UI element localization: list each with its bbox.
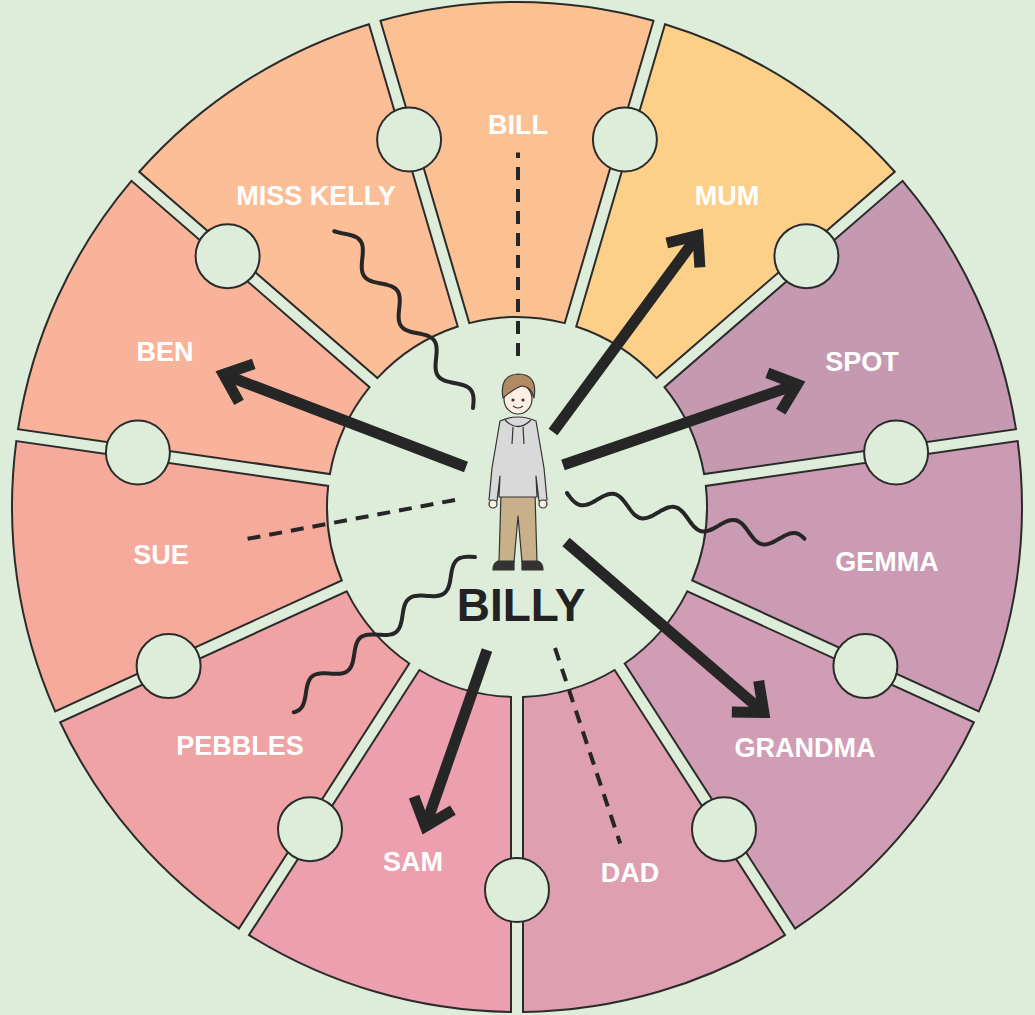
shoe [493, 561, 514, 570]
node-shape [12, 435, 345, 717]
relationship-segment: BILL [374, 2, 660, 325]
knob [864, 421, 928, 485]
knob [196, 224, 260, 288]
person-name: MISS KELLY [236, 183, 396, 210]
hair [502, 374, 534, 398]
center-disc [337, 327, 697, 687]
relationship-segment: MUM [570, 22, 899, 383]
node-shape [17, 176, 374, 480]
segment-shape [12, 441, 342, 711]
drawstring [512, 427, 524, 444]
relationship-segment: SPOT [660, 176, 1017, 480]
hand [539, 500, 547, 508]
segment-shape [523, 670, 785, 1012]
relationship-segment: PEBBLES [57, 585, 415, 932]
segment-shape [664, 181, 1016, 474]
knob [593, 108, 657, 172]
knob [278, 797, 342, 861]
hoodie-collar [505, 420, 531, 427]
person-name: PEBBLES [176, 733, 304, 760]
eye [511, 398, 514, 401]
person-name: BEN [136, 339, 193, 366]
knob [377, 108, 441, 172]
knob [692, 797, 756, 861]
knob [833, 634, 897, 698]
eye [521, 398, 524, 401]
hand [489, 500, 497, 508]
relationship-segment: GEMMA [689, 435, 1022, 717]
person-name: DAD [601, 860, 660, 887]
segment-shape [139, 24, 457, 378]
node-shape [374, 2, 660, 325]
smile [513, 406, 523, 408]
knob [774, 224, 838, 288]
person-name: GEMMA [835, 549, 939, 576]
relationship-segment: MISS KELLY [135, 22, 464, 383]
person-name: BILL [488, 112, 548, 139]
node-shape [337, 327, 697, 687]
center-circle: BILLY [337, 327, 697, 687]
center-name: BILLY [457, 582, 586, 628]
knob [137, 634, 201, 698]
person-name: MUM [695, 183, 759, 210]
relationship-segment: BEN [17, 176, 374, 480]
relationship-segment: SAM [243, 666, 518, 1012]
person-name: SUE [133, 542, 189, 569]
knob [485, 858, 549, 922]
node-shape [660, 176, 1017, 480]
relationship-segment: GRANDMA [619, 585, 977, 932]
knob [106, 421, 170, 485]
person-name: GRANDMA [735, 735, 876, 762]
relationship-segment: DAD [517, 666, 791, 1012]
shoe [522, 561, 543, 570]
node-shape [689, 435, 1022, 717]
person-name: SAM [383, 849, 443, 876]
relationship-segment: SUE [12, 435, 345, 717]
person-name: SPOT [825, 349, 899, 376]
node-shape [517, 666, 791, 1012]
node-shape [243, 666, 518, 1012]
